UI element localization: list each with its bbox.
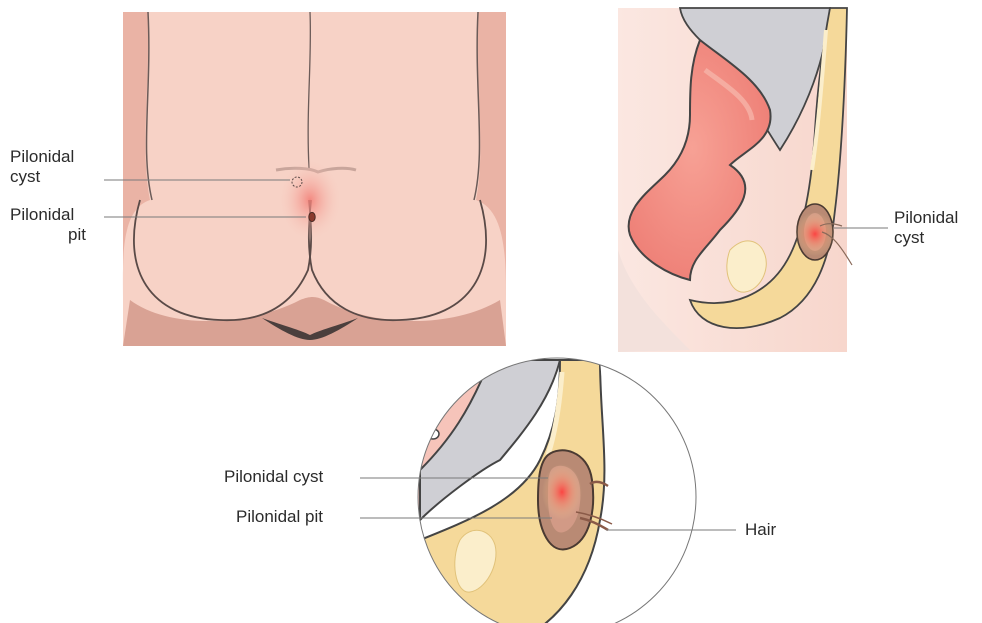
back-pit-label-line1: Pilonidal — [10, 205, 86, 225]
zoom-hair-label: Hair — [745, 520, 776, 540]
side-cyst-label-line2: cyst — [894, 228, 958, 248]
back-cyst-label: Pilonidal cyst — [10, 147, 74, 187]
back-cyst-label-line2: cyst — [10, 167, 74, 187]
back-view-body — [123, 12, 506, 346]
zoom-detail-illustration — [410, 358, 700, 623]
back-pit-label: Pilonidal pit — [10, 205, 86, 245]
back-cyst-label-line1: Pilonidal — [10, 147, 74, 167]
zoom-cyst-label: Pilonidal cyst — [224, 467, 323, 487]
side-cyst-label-line1: Pilonidal — [894, 208, 958, 228]
back-pit-label-line2: pit — [10, 225, 86, 245]
side-cyst-label: Pilonidal cyst — [894, 208, 958, 248]
side-view-illustration — [618, 8, 852, 352]
zoom-pit-label: Pilonidal pit — [236, 507, 323, 527]
